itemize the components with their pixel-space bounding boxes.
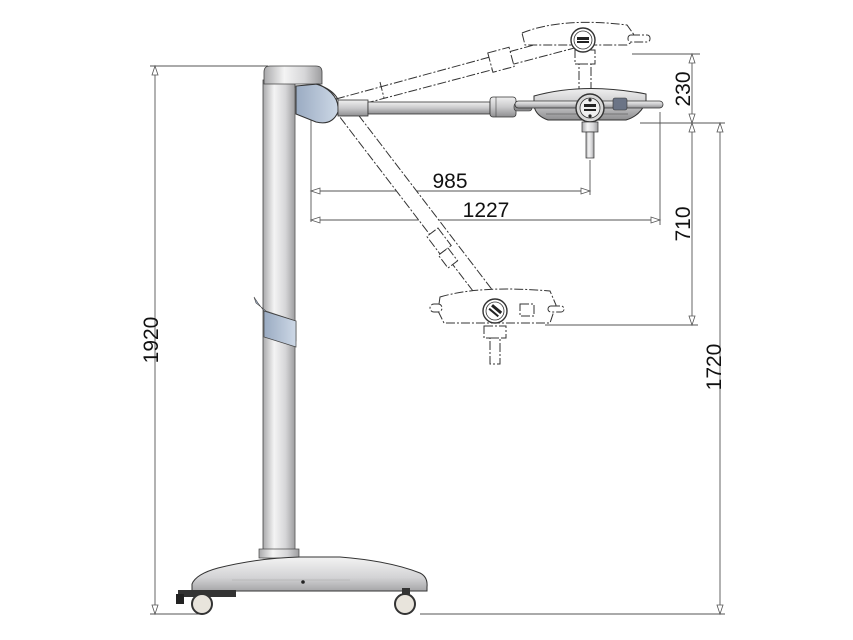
ghost-arm-lowered bbox=[335, 103, 565, 365]
lamp-head bbox=[514, 87, 664, 159]
dimension-label-1720: 1720 bbox=[703, 344, 726, 391]
caster-wheel-right bbox=[394, 588, 416, 615]
dimension-1720: 1720 bbox=[420, 121, 726, 616]
dimension-985: 985 bbox=[309, 118, 592, 222]
column-handle-band bbox=[253, 296, 297, 348]
stand-column bbox=[262, 65, 323, 559]
ghost-arm-raised bbox=[335, 21, 651, 111]
dimension-230: 230 bbox=[632, 52, 700, 125]
caster-wheel-left bbox=[191, 593, 213, 615]
dimension-710: 710 bbox=[545, 121, 698, 327]
dimension-1920: 1920 bbox=[140, 64, 268, 616]
dimension-label-710: 710 bbox=[672, 206, 695, 241]
dimension-label-230: 230 bbox=[672, 71, 695, 106]
dimension-label-1227: 1227 bbox=[463, 199, 510, 222]
dimension-label-985: 985 bbox=[432, 170, 467, 193]
dimension-label-1920: 1920 bbox=[140, 317, 163, 364]
wheeled-base bbox=[176, 548, 428, 604]
dimension-1227: 1227 bbox=[309, 112, 662, 225]
